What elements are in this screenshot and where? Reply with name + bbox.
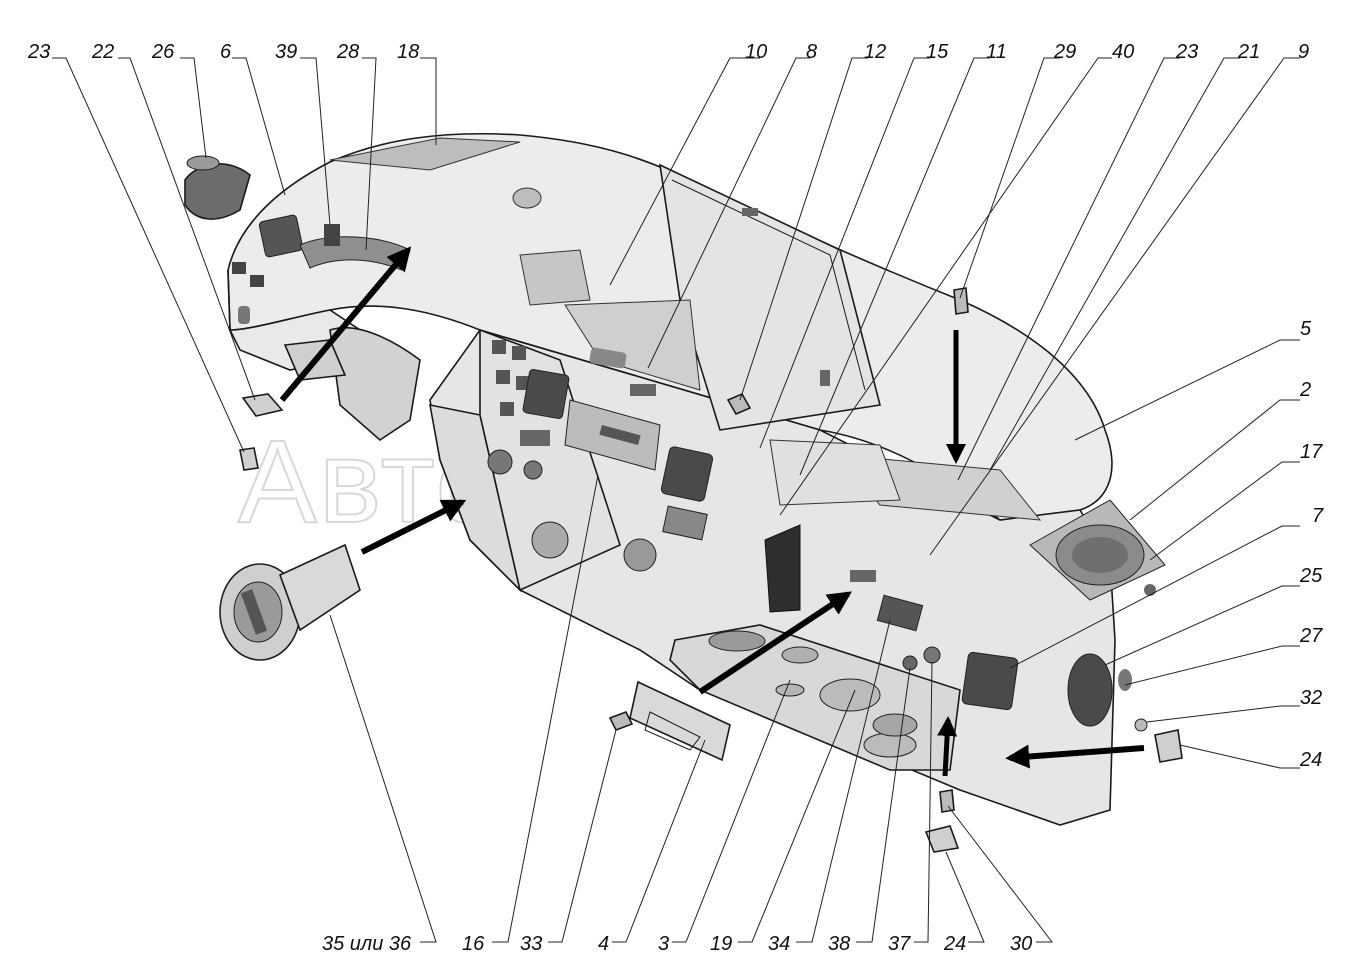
part-12-screw (726, 392, 752, 416)
callout-23-top-left: 23 (27, 41, 50, 63)
callout-24-bottom: 24 (943, 933, 966, 955)
bottom-callouts: 35 или 36 16 33 4 3 19 34 38 37 24 30 (322, 933, 1032, 955)
right-callouts: 5 2 17 7 25 27 32 24 (1299, 318, 1324, 771)
callout-12: 12 (864, 41, 886, 63)
part-32-nut (1134, 718, 1148, 732)
callout-38: 38 (828, 933, 850, 955)
callout-32: 32 (1300, 687, 1322, 709)
callout-4: 4 (598, 933, 609, 955)
callout-37: 37 (888, 933, 911, 955)
callout-7: 7 (1312, 505, 1324, 527)
callout-24-right: 24 (1299, 749, 1322, 771)
part-24-lower-clip (924, 825, 960, 853)
callout-28: 28 (336, 41, 359, 63)
callout-15: 15 (926, 41, 949, 63)
part-33-screw (608, 710, 634, 732)
part-26-vent-nozzle (184, 155, 251, 220)
leader-lines (52, 57, 1300, 943)
part-24-right-clip (1154, 729, 1183, 763)
callout-11: 11 (986, 41, 1007, 63)
callout-16: 16 (462, 933, 485, 955)
callout-35-or-36: 35 или 36 (322, 933, 412, 955)
callout-22: 22 (91, 41, 114, 63)
callout-8: 8 (806, 41, 817, 63)
callout-30: 30 (1010, 933, 1032, 955)
part-30-screw (939, 789, 955, 813)
callout-33: 33 (520, 933, 542, 955)
callout-17: 17 (1300, 441, 1323, 463)
assembly-arrows (279, 246, 1145, 777)
dashboard-panel (227, 132, 1166, 826)
callout-5: 5 (1300, 318, 1312, 340)
part-35-36-headlight-switch (219, 543, 361, 661)
callout-6: 6 (220, 41, 232, 63)
top-callouts: 23 22 26 6 39 28 18 10 8 12 15 11 29 40 … (27, 41, 1309, 63)
callout-21: 21 (1237, 41, 1260, 63)
callout-2: 2 (1299, 379, 1311, 401)
callout-25: 25 (1299, 565, 1323, 587)
callout-9: 9 (1298, 41, 1309, 63)
callout-27: 27 (1299, 625, 1323, 647)
part-22-clip (241, 393, 284, 417)
callout-10: 10 (745, 41, 767, 63)
callout-40: 40 (1112, 41, 1134, 63)
callout-34: 34 (768, 933, 790, 955)
callout-29: 29 (1053, 41, 1076, 63)
callout-3: 3 (658, 933, 669, 955)
callout-26: 26 (151, 41, 175, 63)
callout-18: 18 (397, 41, 419, 63)
callout-23-top-right: 23 (1175, 41, 1198, 63)
callout-39: 39 (275, 41, 297, 63)
part-29-screw (953, 287, 969, 315)
part-23-push-rivet (239, 447, 259, 471)
callout-19: 19 (710, 933, 732, 955)
